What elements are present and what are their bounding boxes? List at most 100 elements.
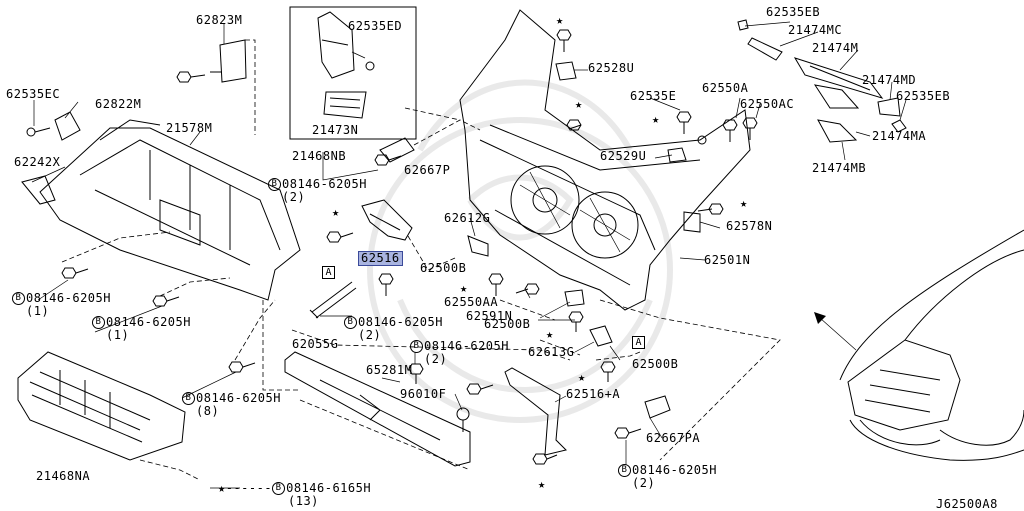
label-21474MA: 21474MA: [872, 129, 927, 143]
vehicle-location-thumbnail: [814, 229, 1024, 461]
clip-62667P: [379, 137, 415, 163]
ref-marker-a-1: A: [322, 266, 335, 279]
clip-62667PA: [644, 395, 671, 419]
deflector-21474M: [793, 57, 884, 99]
label-21474MD: 21474MD: [862, 73, 917, 87]
bracket-62613G: [589, 325, 613, 347]
star-icon: ★: [332, 205, 340, 219]
label-62612G: 62612G: [444, 211, 491, 225]
bracket-62823M: [210, 39, 247, 83]
mesh-21473N: [323, 91, 367, 119]
label-62535EB: 62535EB: [896, 89, 951, 103]
label-62535E: 62535E: [630, 89, 677, 103]
bracket-62528U: [555, 61, 577, 81]
label-21468NA: 21468NA: [36, 469, 91, 483]
label-62535EB-top: 62535EB: [766, 5, 821, 19]
bolt-qty: (2): [282, 190, 306, 204]
label-62667PA: 62667PA: [646, 431, 701, 445]
bolt-qty: (8): [196, 404, 220, 418]
label-65281M: 65281M: [366, 363, 413, 377]
star-icon: ★: [740, 196, 748, 210]
duct-21473N: [317, 11, 355, 79]
label-62535ED: 62535ED: [348, 19, 403, 33]
label-21473N: 21473N: [312, 123, 359, 137]
star-icon: ★: [538, 477, 546, 491]
bolt-glyphs: [26, 29, 758, 465]
label-62550AC: 62550AC: [740, 97, 795, 111]
bracket-62822M: [34, 111, 81, 141]
label-62500B-a: 62500B: [420, 261, 467, 275]
bracket-62529U: [667, 147, 687, 163]
label-62578N: 62578N: [726, 219, 773, 233]
deflector-21474MD: [877, 97, 901, 117]
label-62516A: 62516+A: [566, 387, 621, 401]
bolt-qty: (1): [106, 328, 130, 342]
core-support-frame: [459, 9, 751, 311]
label-62591N: 62591N: [466, 309, 513, 323]
label-96010F: 96010F: [400, 387, 447, 401]
deflector-21474MC: [747, 37, 783, 61]
star-icon: ★: [546, 327, 554, 341]
diagram-code: J62500A8: [936, 497, 998, 511]
lower-grille-21468NA: [17, 351, 186, 461]
label-62823M: 62823M: [196, 13, 243, 27]
label-62528U: 62528U: [588, 61, 635, 75]
label-21578M: 21578M: [166, 121, 213, 135]
bolt-number: 08146-6205H: [424, 339, 509, 353]
deflector-21474MD-inner: [813, 84, 860, 109]
watermark-emblem: [367, 79, 673, 423]
rod-62055G: [309, 281, 357, 319]
bracket-62516: [361, 199, 413, 241]
label-21474MC: 21474MC: [788, 23, 843, 37]
label-21474M: 21474M: [812, 41, 859, 55]
star-icon: ★: [556, 13, 564, 27]
bolt-number: 08146-6205H: [196, 391, 281, 405]
star-icon: ★: [218, 481, 226, 495]
bolt-number: 08146-6205H: [358, 315, 443, 329]
label-62667P: 62667P: [404, 163, 451, 177]
label-21468NB: 21468NB: [292, 149, 347, 163]
bolt-number: 08146-6205H: [282, 177, 367, 191]
bolt-number: 08146-6205H: [106, 315, 191, 329]
bolt-number: 08146-6205H: [26, 291, 111, 305]
label-62535EC: 62535EC: [6, 87, 61, 101]
bolt-qty: (13): [288, 494, 319, 508]
label-62550AA: 62550AA: [444, 295, 499, 309]
deflector-21474MA: [817, 119, 858, 143]
label-62501N: 62501N: [704, 253, 751, 267]
bolt-number: 08146-6165H: [286, 481, 372, 495]
leader-lines: [31, 21, 907, 489]
bracket-62242X: [21, 175, 56, 205]
bolt-qty: (2): [358, 328, 382, 342]
bolt-number: 08146-6205H: [632, 463, 717, 477]
bracket-62612G: [467, 235, 489, 257]
bolt-qty: (2): [632, 476, 656, 490]
bracket-62578N: [683, 211, 701, 233]
label-62500B-b: 62500B: [484, 317, 531, 331]
bracket-62591N: [564, 289, 585, 307]
label-62055G: 62055G: [292, 337, 339, 351]
label-62242X: 62242X: [14, 155, 61, 169]
star-icon: ★: [460, 281, 468, 295]
ref-marker-a-2: A: [632, 336, 645, 349]
label-62529U: 62529U: [600, 149, 647, 163]
label-21474MB: 21474MB: [812, 161, 867, 175]
bolt-qty: (1): [26, 304, 50, 318]
label-62550A: 62550A: [702, 81, 749, 95]
clip-62535EB: [891, 119, 907, 133]
inset-box-21473N: [289, 6, 417, 140]
label-62822M: 62822M: [95, 97, 142, 111]
star-icon: ★: [652, 112, 660, 126]
bracket-62516A: [504, 367, 567, 456]
label-62516-highlighted[interactable]: 62516: [358, 251, 403, 266]
